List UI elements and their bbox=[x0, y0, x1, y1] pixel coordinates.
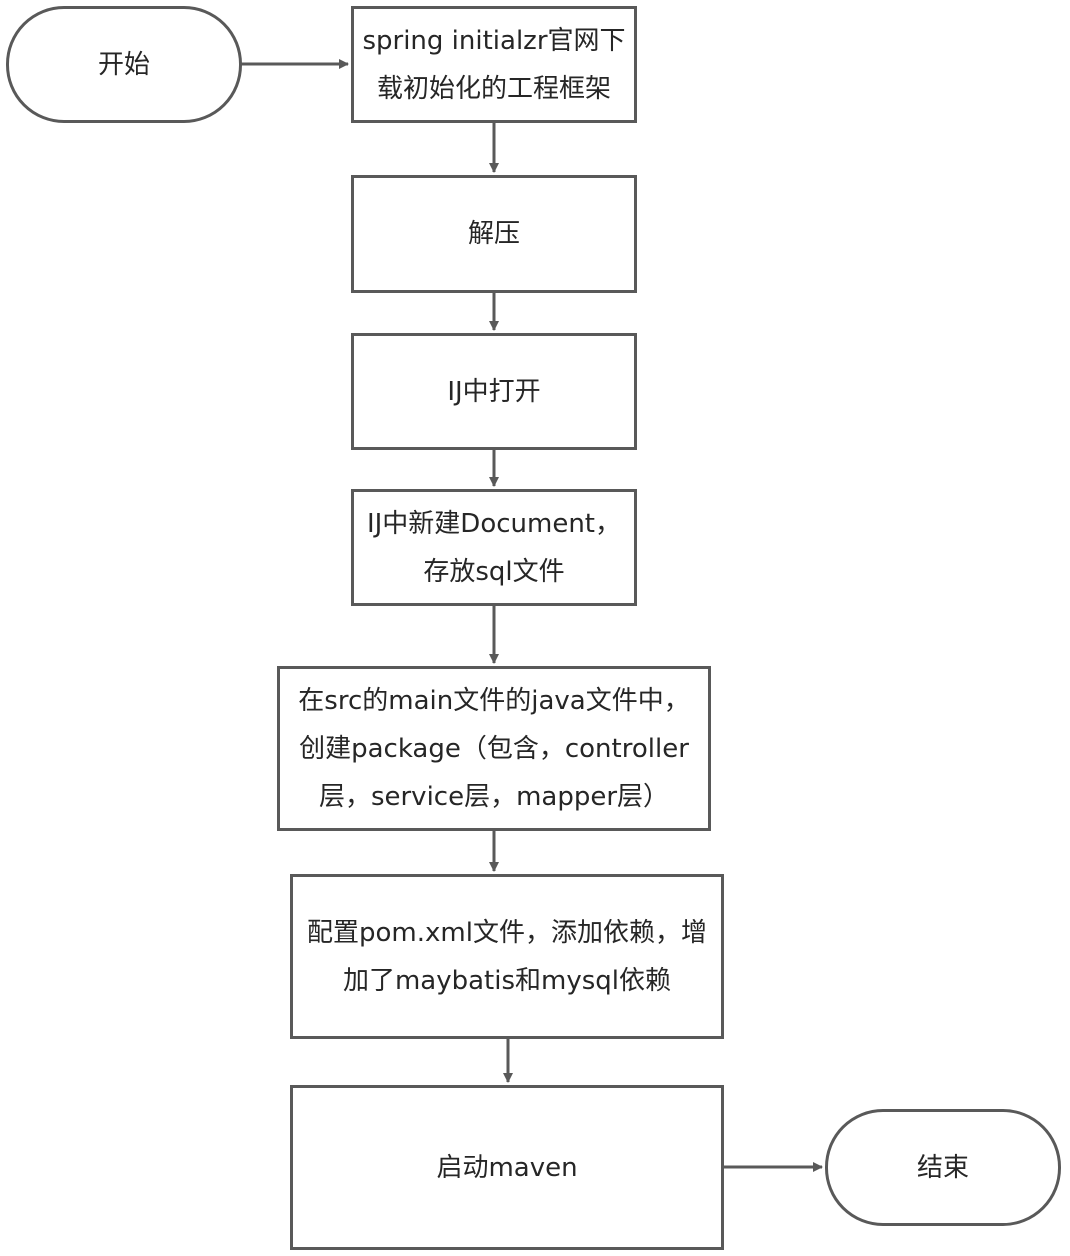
download-step-label: spring initialzr官网下 载初始化的工程框架 bbox=[362, 25, 626, 104]
start-terminal: 开始 bbox=[6, 6, 242, 123]
create-package-step-label: 在src的main文件的java文件中， 创建package（包含，contro… bbox=[298, 685, 690, 812]
end-label: 结束 bbox=[916, 1152, 969, 1183]
start-maven-step: 启动maven bbox=[290, 1085, 724, 1250]
start-maven-step-label: 启动maven bbox=[436, 1152, 578, 1183]
config-pom-step-label: 配置pom.xml文件，添加依赖，增 加了maybatis和mysql依赖 bbox=[307, 917, 707, 996]
unzip-step: 解压 bbox=[351, 175, 637, 293]
download-step: spring initialzr官网下 载初始化的工程框架 bbox=[351, 6, 637, 123]
new-document-step: IJ中新建Document， 存放sql文件 bbox=[351, 489, 637, 606]
unzip-step-label: 解压 bbox=[467, 219, 520, 249]
open-ij-step-label: IJ中打开 bbox=[447, 376, 541, 407]
open-ij-step: IJ中打开 bbox=[351, 333, 637, 450]
new-document-step-label: IJ中新建Document， 存放sql文件 bbox=[366, 508, 622, 587]
config-pom-step: 配置pom.xml文件，添加依赖，增 加了maybatis和mysql依赖 bbox=[290, 874, 724, 1039]
create-package-step: 在src的main文件的java文件中， 创建package（包含，contro… bbox=[277, 666, 711, 831]
start-label: 开始 bbox=[97, 49, 150, 80]
end-terminal: 结束 bbox=[825, 1109, 1061, 1226]
